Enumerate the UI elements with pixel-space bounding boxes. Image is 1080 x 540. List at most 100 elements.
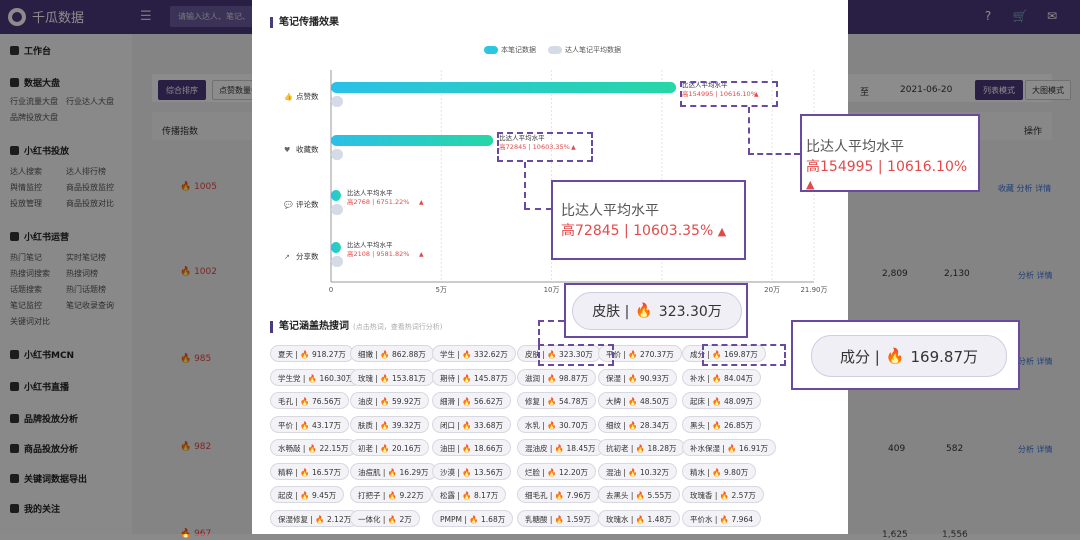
- sort-button[interactable]: 综合排序: [158, 80, 206, 100]
- date-input[interactable]: 2021-06-20: [900, 85, 953, 95]
- keyword-tag[interactable]: 水乳 | 🔥 30.70万: [517, 415, 597, 433]
- sidebar-sub-item[interactable]: 实时笔记榜: [66, 253, 106, 262]
- keyword-tag[interactable]: 混油 | 🔥 10.32万: [598, 462, 678, 480]
- keyword-tag[interactable]: 学生党 | 🔥 160.30万: [270, 368, 362, 386]
- keyword-tag[interactable]: 細滑 | 🔥 56.62万: [432, 392, 512, 409]
- keyword-tag[interactable]: 油痘肌 | 🔥 16.29万: [350, 462, 437, 480]
- sidebar-item-workspace[interactable]: 工作台: [10, 44, 51, 57]
- sidebar-item-xhs-ads[interactable]: 小红书投放: [10, 144, 69, 157]
- keyword-tag[interactable]: 大牌 | 🔥 48.50万: [598, 392, 678, 409]
- sidebar-item-product-analysis[interactable]: 商品投放分析: [10, 442, 78, 455]
- sidebar-sub-item[interactable]: 笔记收录查询: [66, 301, 114, 310]
- note-analysis-modal: 笔记传播效果 本笔记数据 达人笔记平均数据 05万10万15万20万21.90万…: [252, 0, 848, 534]
- sidebar-item-brand-analysis[interactable]: 品牌投放分析: [10, 412, 78, 425]
- keyword-tag[interactable]: 肤质 | 🔥 39.32万: [350, 415, 430, 433]
- keyword-tag[interactable]: 保湿 | 🔥 90.93万: [598, 368, 678, 386]
- keyword-tag[interactable]: 毛孔 | 🔥 76.56万: [270, 392, 350, 409]
- search-input[interactable]: 请输入达人、笔记、: [170, 6, 260, 27]
- keyword-tag[interactable]: 玫瑰 | 🔥 153.81万: [350, 368, 434, 386]
- sidebar-sub-item[interactable]: 舆情监控: [10, 183, 42, 192]
- sidebar-sub-item[interactable]: 热门话题榜: [66, 285, 106, 294]
- sidebar-sub-item[interactable]: 品牌投放大盘: [10, 113, 58, 122]
- keyword-tag[interactable]: 细毛孔 | 🔥 7.96万: [517, 486, 599, 503]
- legend-item-average[interactable]: 达人笔记平均数据: [548, 45, 621, 55]
- sidebar-sub-item[interactable]: 商品投放对比: [66, 199, 114, 208]
- row-ops[interactable]: 分析 详情: [1018, 357, 1053, 366]
- row-ops[interactable]: 收藏 分析 详情: [998, 184, 1052, 193]
- keyword-tag[interactable]: 乳糖酸 | 🔥 1.59万: [517, 509, 599, 527]
- keyword-tag[interactable]: 滋润 | 🔥 98.87万: [517, 368, 597, 386]
- keyword-tag[interactable]: 水畅敲 | 🔥 22.15万: [270, 439, 357, 456]
- menu-toggle-icon[interactable]: ☰: [140, 9, 152, 24]
- sidebar-sub-item[interactable]: 投放管理: [10, 199, 42, 208]
- keyword-tag[interactable]: 黑头 | 🔥 26.85万: [682, 415, 762, 433]
- keyword-tag[interactable]: 打把子 | 🔥 9.22万: [350, 486, 432, 503]
- keyword-tag[interactable]: 夏天 | 🔥 918.27万: [270, 345, 354, 362]
- sidebar-sub-item[interactable]: 行业达人大盘: [66, 97, 114, 106]
- sidebar-sub-item[interactable]: 达人搜索: [10, 167, 42, 176]
- keyword-tag[interactable]: 平价 | 🔥 43.17万: [270, 415, 350, 433]
- sidebar-sub-item[interactable]: 热搜词搜索: [10, 269, 50, 278]
- mail-icon[interactable]: ✉: [1046, 9, 1058, 23]
- export-icon: [10, 474, 19, 483]
- sidebar-sub-item[interactable]: 达人排行榜: [66, 167, 106, 176]
- list-mode-button[interactable]: 列表模式: [975, 80, 1023, 100]
- sidebar-item-mcn[interactable]: 小红书MCN: [10, 348, 74, 361]
- row-ops[interactable]: 分析 详情: [1018, 271, 1053, 280]
- keyword-tag[interactable]: 起床 | 🔥 48.09万: [682, 392, 762, 409]
- grid-mode-button[interactable]: 大图模式: [1025, 80, 1071, 100]
- keyword-tag[interactable]: 抗初老 | 🔥 18.28万: [598, 439, 685, 456]
- category-icon: 👍: [284, 92, 293, 101]
- sidebar-item-xhs-ops[interactable]: 小红书运营: [10, 230, 69, 243]
- keyword-tag[interactable]: 混油皮 | 🔥 18.45万: [517, 439, 604, 456]
- keyword-tag[interactable]: PMPM | 🔥 1.68万: [432, 509, 514, 527]
- sidebar-item-data-board[interactable]: 数据大盘: [10, 76, 60, 89]
- keyword-tag[interactable]: 学生 | 🔥 332.62万: [432, 345, 516, 362]
- sidebar-sub-item[interactable]: 笔记监控: [10, 301, 42, 310]
- logo-icon: [8, 7, 26, 26]
- cart-icon[interactable]: 🛒: [1012, 9, 1028, 23]
- fire-icon: 🔥: [712, 373, 722, 383]
- sidebar-item-keyword-export[interactable]: 关键词数据导出: [10, 472, 87, 485]
- keyword-tag[interactable]: 修复 | 🔥 54.78万: [517, 392, 597, 409]
- sidebar-sub-item[interactable]: 话题搜索: [10, 285, 42, 294]
- help-icon[interactable]: ?: [984, 9, 992, 23]
- sidebar-sub-item[interactable]: 热门笔记: [10, 253, 42, 262]
- keyword-tag[interactable]: 烂脸 | 🔥 12.20万: [517, 462, 597, 480]
- keyword-tag[interactable]: 初老 | 🔥 20.16万: [350, 439, 430, 456]
- keyword-tag[interactable]: 期待 | 🔥 145.87万: [432, 368, 516, 386]
- keyword-tag[interactable]: 补水保湿 | 🔥 16.91万: [682, 439, 777, 456]
- sidebar-sub-item[interactable]: 行业流量大盘: [10, 97, 58, 106]
- sidebar-sub-item[interactable]: 关键词对比: [10, 317, 50, 326]
- keyword-tag[interactable]: 保湿修复 | 🔥 2.12万: [270, 509, 360, 527]
- sidebar-item-live[interactable]: 小红书直播: [10, 380, 69, 393]
- keyword-tag-label: 油皮: [358, 397, 373, 406]
- keyword-tag[interactable]: 玫瑰香 | 🔥 2.57万: [682, 486, 764, 503]
- keyword-tag[interactable]: 平价水 | 🔥 7.964: [682, 509, 762, 527]
- keyword-tag[interactable]: 精水 | 🔥 9.80万: [682, 462, 757, 480]
- col-spread[interactable]: 传播指数: [162, 127, 199, 137]
- keyword-tag[interactable]: 精粹 | 🔥 16.57万: [270, 462, 350, 480]
- keyword-tag[interactable]: 一体化 | 🔥 2万: [350, 509, 420, 527]
- sidebar-sub-item[interactable]: 商品投放监控: [66, 183, 114, 192]
- row-ops[interactable]: 分析 详情: [1018, 445, 1053, 454]
- sidebar-sub-item[interactable]: 热搜词榜: [66, 269, 98, 278]
- keyword-tag[interactable]: 起皮 | 🔥 9.45万: [270, 486, 345, 503]
- keyword-tag[interactable]: 细嫩 | 🔥 862.88万: [350, 345, 434, 362]
- keyword-tag[interactable]: 油田 | 🔥 18.66万: [432, 439, 512, 456]
- legend-item-current[interactable]: 本笔记数据: [484, 45, 536, 55]
- app-logo[interactable]: 千瓜数据: [8, 7, 84, 26]
- keyword-tag[interactable]: 去黑头 | 🔥 5.55万: [598, 486, 680, 503]
- keyword-tag[interactable]: 沙漠 | 🔥 13.56万: [432, 462, 512, 480]
- sidebar-item-my-follow[interactable]: 我的关注: [10, 502, 60, 515]
- keyword-tag[interactable]: 细纹 | 🔥 28.34万: [598, 415, 678, 433]
- keyword-tag[interactable]: 玫瑰水 | 🔥 1.48万: [598, 509, 680, 527]
- keyword-tag[interactable]: 松露 | 🔥 8.17万: [432, 486, 507, 503]
- keyword-tag-label: 学生: [440, 350, 455, 359]
- skin-tag-zoom[interactable]: 皮肤 |🔥323.30万: [572, 292, 742, 330]
- keyword-tag[interactable]: 闭口 | 🔥 33.68万: [432, 415, 512, 433]
- keyword-tag[interactable]: 油皮 | 🔥 59.92万: [350, 392, 430, 409]
- fav-annotation-highlight: [497, 132, 593, 162]
- ingredient-tag-zoom[interactable]: 成分 |🔥169.87万: [811, 335, 1007, 377]
- keyword-tag[interactable]: 补水 | 🔥 84.04万: [682, 368, 762, 386]
